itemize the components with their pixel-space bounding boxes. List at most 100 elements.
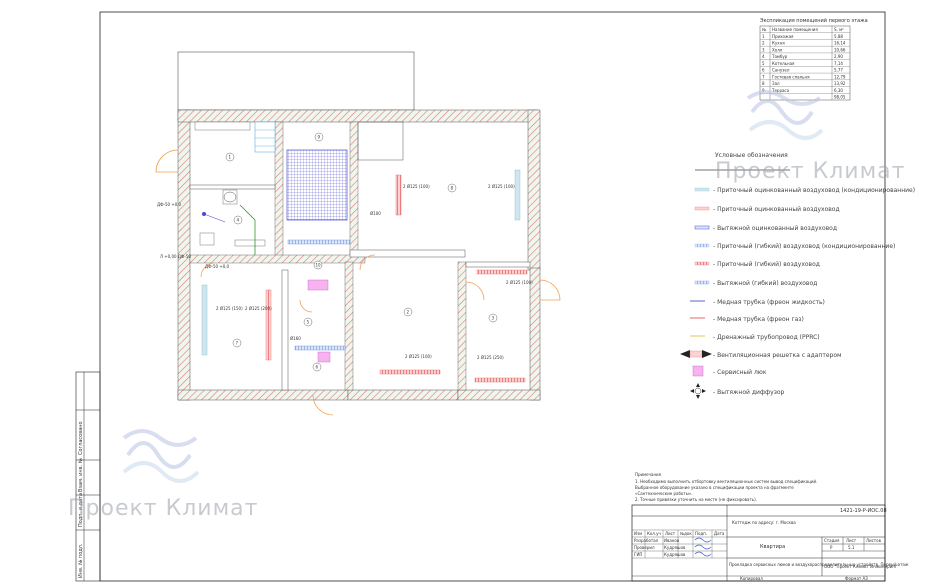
object: Квартира (760, 544, 785, 550)
sheet-frame (99, 11, 886, 582)
legend-item-label: - Приточный оцинкованный воздуховод (713, 206, 840, 213)
explication-cell: Кухня (772, 41, 785, 46)
signer-role: Проверил (634, 545, 655, 550)
room-number: 4 (237, 218, 240, 223)
explication-cell: 5,88 (834, 34, 843, 39)
signature-marks (694, 537, 712, 557)
duct-label: Ø100 (370, 211, 381, 216)
signer-name: Иванов (664, 538, 680, 543)
roof-outline (177, 51, 415, 111)
explication-cell: 4 (762, 54, 765, 59)
duct-label: 2 Ø125 (250) (477, 355, 504, 360)
sheet-title: Прокладка сервисных люков и воздухораспр… (729, 562, 909, 567)
stage-value: Р (830, 545, 833, 550)
explication-cell: Котельная (772, 61, 795, 66)
explication-header-cell: Название помещения (772, 27, 818, 32)
explication-cell: 2,90 (834, 54, 843, 59)
legend: Условные обозначения - Приточный оцинков… (680, 152, 915, 399)
company: ООО "Проект Климат Инжиниринг" (824, 564, 899, 569)
signer-role: ГИП (634, 552, 642, 557)
legend-item-label: - Приточный (гибкий) воздуховод (713, 261, 820, 268)
room-number: 10 (316, 263, 322, 268)
stamp-agreed: Согласовано (78, 421, 84, 455)
legend-title: Условные обозначения (715, 152, 788, 159)
doc-code: 1421-19-Р-ИОС.08 (840, 508, 887, 514)
explication-cell: 5 (762, 61, 765, 66)
explication-title: Экспликация помещений первого этажа (760, 17, 868, 24)
legend-item-label: - Приточный (гибкий) воздуховод (кондици… (713, 243, 895, 250)
copied-label: Копировал (740, 576, 763, 581)
side-stamp: Согласовано Взам. инв. № Подп. и дата Ин… (75, 371, 101, 582)
explication-cell: Зал (772, 81, 780, 86)
explication-cell: 7 (762, 74, 765, 79)
doors (155, 149, 561, 416)
legend-item-label: - Медная трубка (фреон жидкость) (713, 299, 825, 306)
explication-cell: 13,92 (834, 81, 846, 86)
room-number: 1 (229, 155, 232, 160)
explication-cell: Санузел (772, 68, 790, 73)
explication-cell: 12,79 (834, 74, 846, 79)
duct-label: 2 Ø125 (100) (506, 280, 533, 285)
signer-name: Кудряшов (664, 545, 686, 550)
legend-item-label: - Сервисный люк (713, 369, 767, 376)
legend-item-label: - Вентиляционная решетка с адаптером (713, 352, 842, 359)
legend-item-label: - Вытяжной оцинкованный воздуховод (713, 225, 837, 232)
duct-label: Ø160 (290, 336, 301, 341)
room-number: 7 (236, 341, 239, 346)
explication-cell: 7,14 (834, 61, 843, 66)
signer-name: Кудряшов (664, 552, 686, 557)
room-number: 5 (307, 320, 310, 325)
explication-cell: 1 (762, 34, 765, 39)
col-header: Дата (714, 531, 725, 536)
stamp-replace: Взам. инв. № (78, 457, 84, 492)
stage-header: Стадия (824, 538, 840, 543)
explication-cell: 6,30 (834, 88, 843, 93)
room-number: 8 (451, 186, 454, 191)
watermark-logo (122, 90, 824, 483)
note-line: «Сантехнические работы». (635, 491, 693, 496)
explication-cell: 98,05 (834, 95, 846, 100)
legend-item-label: - Вытяжной (гибкий) воздуховод (713, 280, 817, 287)
ducts (201, 169, 528, 383)
signer-role: Разработал (634, 538, 659, 543)
title-block: 1421-19-Р-ИОС.08 Коттедж по адресу: г. М… (631, 504, 909, 582)
explication-table: Экспликация помещений первого этажа № Наз… (759, 17, 868, 101)
watermark-text: Проект Климат (68, 496, 258, 521)
notes-title: Примечания (635, 472, 662, 477)
room-number: 6 (316, 365, 319, 370)
col-header: Подп. (695, 531, 707, 536)
sheets-header: Листов (866, 538, 882, 543)
col-header: №док (680, 531, 692, 536)
explication-cell: 16,14 (834, 41, 846, 46)
legend-item-label: - Медная трубка (фреон газ) (713, 316, 804, 323)
legend-item-label: - Приточный оцинкованный воздуховод (кон… (713, 187, 915, 194)
explication-cell: Гостевая спальня (772, 74, 810, 79)
watermark-text: Проект Климат (715, 159, 905, 184)
explication-header-cell: S, м² (834, 27, 844, 32)
stamp-sign-date: Подп. и дата (78, 493, 84, 527)
duct-labels: 2 Ø125 (100) 2 Ø125 (100) 2 Ø125 (150) 2… (157, 184, 533, 360)
format-label: Формат А3 (845, 576, 868, 581)
col-header: Лист (665, 531, 676, 536)
sheet-header: Лист (846, 538, 857, 543)
explication-cell: 10,66 (834, 47, 846, 52)
col-header: Изм (634, 531, 642, 536)
room-number: 2 (407, 310, 410, 315)
duct-label: 2 Ø125 (200) (245, 306, 272, 311)
sheet-value: 5.1 (848, 545, 855, 550)
explication-cell: 5,77 (834, 68, 843, 73)
note-line: 1. Необходимо выполнить отбортовку венти… (635, 479, 817, 484)
notes: Примечания 1. Необходимо выполнить отбор… (635, 472, 817, 502)
explication-header-cell: № (762, 27, 766, 32)
legend-item-label: - Дренажный трубопровод (PPRC) (713, 334, 820, 341)
address: Коттедж по адресу: г. Москва (732, 520, 796, 525)
explication-cell: 2 (762, 41, 765, 46)
legend-item-label: - Вытяжной диффузор (713, 389, 785, 396)
level-label: ДФ-50 +0,0 (157, 202, 182, 207)
level-label: ДФ-50 +0,0 (205, 264, 230, 269)
explication-cell: 3 (762, 47, 765, 52)
explication-cell: Холл (772, 47, 783, 52)
room-number: 9 (318, 135, 321, 140)
duct-label: 2 Ø125 (100) (405, 354, 432, 359)
